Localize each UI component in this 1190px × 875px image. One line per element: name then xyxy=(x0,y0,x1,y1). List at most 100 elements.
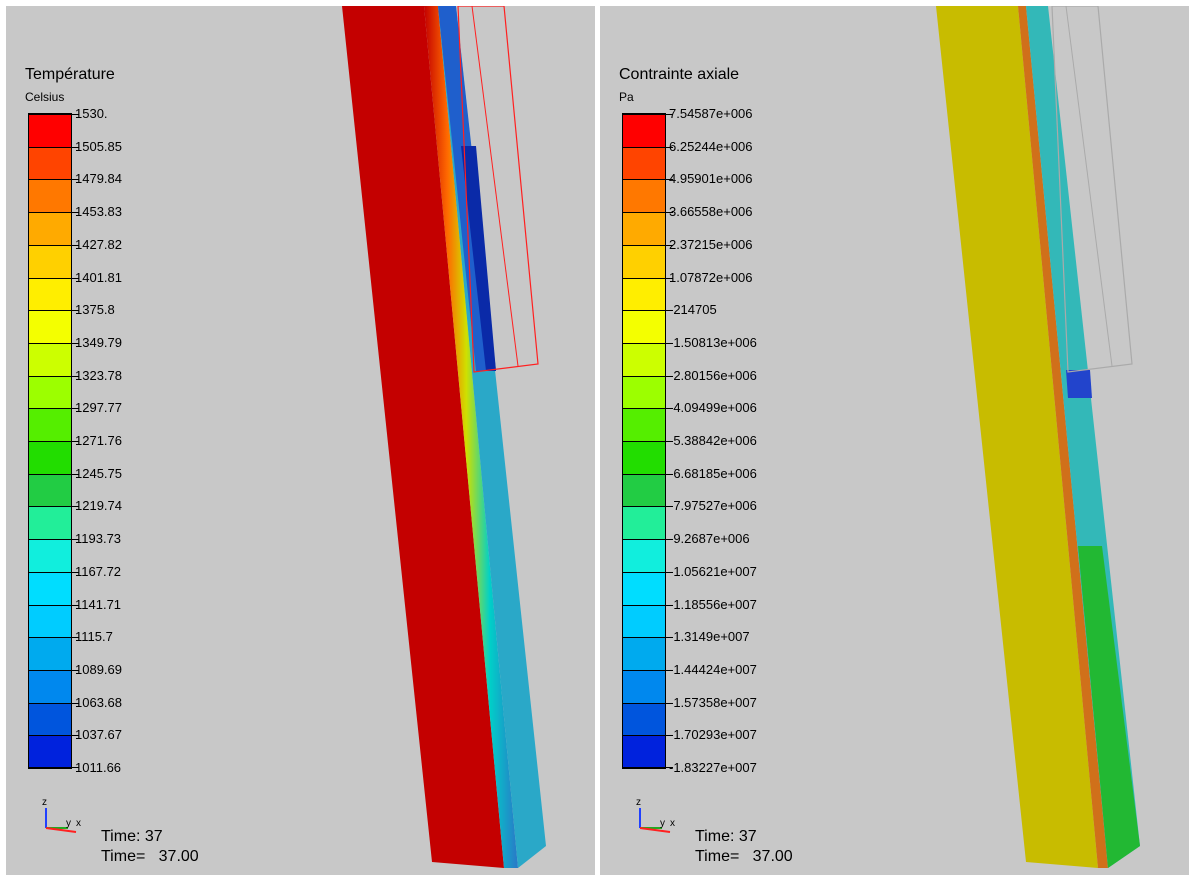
legend-tick-label: 1505.85 xyxy=(75,138,122,154)
legend-tick-label: 1219.74 xyxy=(75,498,122,514)
legend-tick-label: -1.57358e+007 xyxy=(669,694,757,710)
legend-color-band xyxy=(623,571,665,605)
legend-tick-mark xyxy=(29,114,79,115)
legend-color-band xyxy=(623,637,665,671)
legend-tick-label: 1401.81 xyxy=(75,269,122,285)
legend-color-band xyxy=(29,179,71,213)
legend-color-band xyxy=(29,604,71,638)
legend-color-band xyxy=(29,506,71,540)
legend-tick-label: 7.54587e+006 xyxy=(669,106,753,121)
legend-color-band xyxy=(29,539,71,573)
legend-tick-label: -214705 xyxy=(669,302,717,318)
legend-tick-mark xyxy=(623,539,673,541)
legend-color-band xyxy=(29,244,71,278)
legend-tick-mark xyxy=(623,277,673,279)
legend-tick-label: -2.80156e+006 xyxy=(669,367,757,383)
legend-tick-mark xyxy=(623,604,673,606)
legend-tick-mark xyxy=(29,212,79,214)
legend-tick-label: -6.68185e+006 xyxy=(669,465,757,481)
legend-tick-mark xyxy=(623,212,673,214)
legend-tick-label: -1.44424e+007 xyxy=(669,661,757,677)
legend-color-band xyxy=(623,114,665,147)
legend-color-band xyxy=(29,441,71,474)
legend-tick-mark xyxy=(29,735,79,737)
legend-color-band xyxy=(29,408,71,442)
legend-tick-mark xyxy=(29,702,79,704)
legend-tick-label: 1141.71 xyxy=(75,596,122,612)
temperature-3d-model xyxy=(342,6,546,868)
legend-color-band xyxy=(29,571,71,605)
axis-triad-icon: z y x xyxy=(636,797,675,833)
time-label: Time: 37 xyxy=(695,828,757,845)
legend-color-band xyxy=(623,179,665,213)
legend-color-band xyxy=(623,212,665,246)
legend-color-band xyxy=(623,441,665,474)
legend-unit: Celsius xyxy=(25,90,65,104)
legend-tick-label: -4.09499e+006 xyxy=(669,400,757,416)
legend-tick-label: 1115.7 xyxy=(75,629,113,645)
legend-tick-label: -1.70293e+007 xyxy=(669,727,757,743)
slab-main xyxy=(936,6,1098,868)
legend-color-band xyxy=(29,212,71,246)
legend-tick-label: 1245.75 xyxy=(75,465,122,481)
stress-3d-model xyxy=(936,6,1140,868)
legend-tick-label: 1011.66 xyxy=(75,760,122,775)
slab-gradient xyxy=(424,6,518,868)
legend-color-band xyxy=(623,735,665,769)
time-value: Time= 37.00 xyxy=(695,848,793,865)
legend-tick-mark xyxy=(623,506,673,508)
legend-tick-mark xyxy=(623,375,673,377)
legend-tick-mark xyxy=(623,114,673,115)
legend-tick-label: -1.83227e+007 xyxy=(669,760,757,775)
color-legend xyxy=(622,113,673,769)
time-value: Time= 37.00 xyxy=(101,848,199,865)
svg-text:z: z xyxy=(42,797,47,808)
legend-tick-label: -1.18556e+007 xyxy=(669,596,757,612)
legend-tick-mark xyxy=(29,473,79,475)
legend-tick-label: -5.38842e+006 xyxy=(669,433,757,448)
legend-tick-label: 1530. xyxy=(75,106,108,121)
legend-tick-label: -7.97527e+006 xyxy=(669,498,757,514)
legend-tick-label: 1193.73 xyxy=(75,531,122,547)
legend-tick-label: 4.95901e+006 xyxy=(669,171,753,187)
legend-title: Température xyxy=(25,66,115,83)
legend-tick-mark xyxy=(29,539,79,541)
legend-color-band xyxy=(29,146,71,180)
legend-tick-label: 6.25244e+006 xyxy=(669,138,753,154)
shell-compression xyxy=(1066,370,1092,398)
svg-text:x: x xyxy=(670,818,675,829)
legend-color-band xyxy=(29,114,71,147)
legend-color-band xyxy=(623,702,665,736)
legend-color-band xyxy=(623,408,665,442)
legend-tick-mark xyxy=(29,244,79,246)
legend-tick-label: 1271.76 xyxy=(75,433,122,448)
legend-tick-mark xyxy=(29,506,79,508)
mold-outline xyxy=(457,6,539,373)
legend-color-band xyxy=(29,637,71,671)
legend-tick-mark xyxy=(623,473,673,475)
legend-tick-label: 1.07872e+006 xyxy=(669,269,753,285)
legend-tick-mark xyxy=(29,277,79,279)
legend-tick-mark xyxy=(623,637,673,639)
legend-color-band xyxy=(29,473,71,507)
legend-tick-label: 1297.77 xyxy=(75,400,122,416)
legend-color-band xyxy=(29,277,71,311)
legend-tick-mark xyxy=(29,441,79,442)
legend-tick-label: 1037.67 xyxy=(75,727,122,743)
slab-edge xyxy=(1018,6,1108,868)
legend-tick-mark xyxy=(623,441,673,442)
axis-triad-icon: z y x xyxy=(42,797,81,833)
legend-color-band xyxy=(29,702,71,736)
svg-text:y: y xyxy=(660,818,665,829)
legend-color-band xyxy=(623,375,665,409)
legend-tick-mark xyxy=(29,310,79,312)
legend-tick-mark xyxy=(623,179,673,181)
legend-tick-mark xyxy=(29,179,79,181)
legend-tick-label: 1323.78 xyxy=(75,367,122,383)
legend-color-band xyxy=(623,669,665,703)
legend-tick-mark xyxy=(29,669,79,671)
mold-outline xyxy=(1051,6,1133,373)
legend-tick-label: 3.66558e+006 xyxy=(669,204,753,220)
